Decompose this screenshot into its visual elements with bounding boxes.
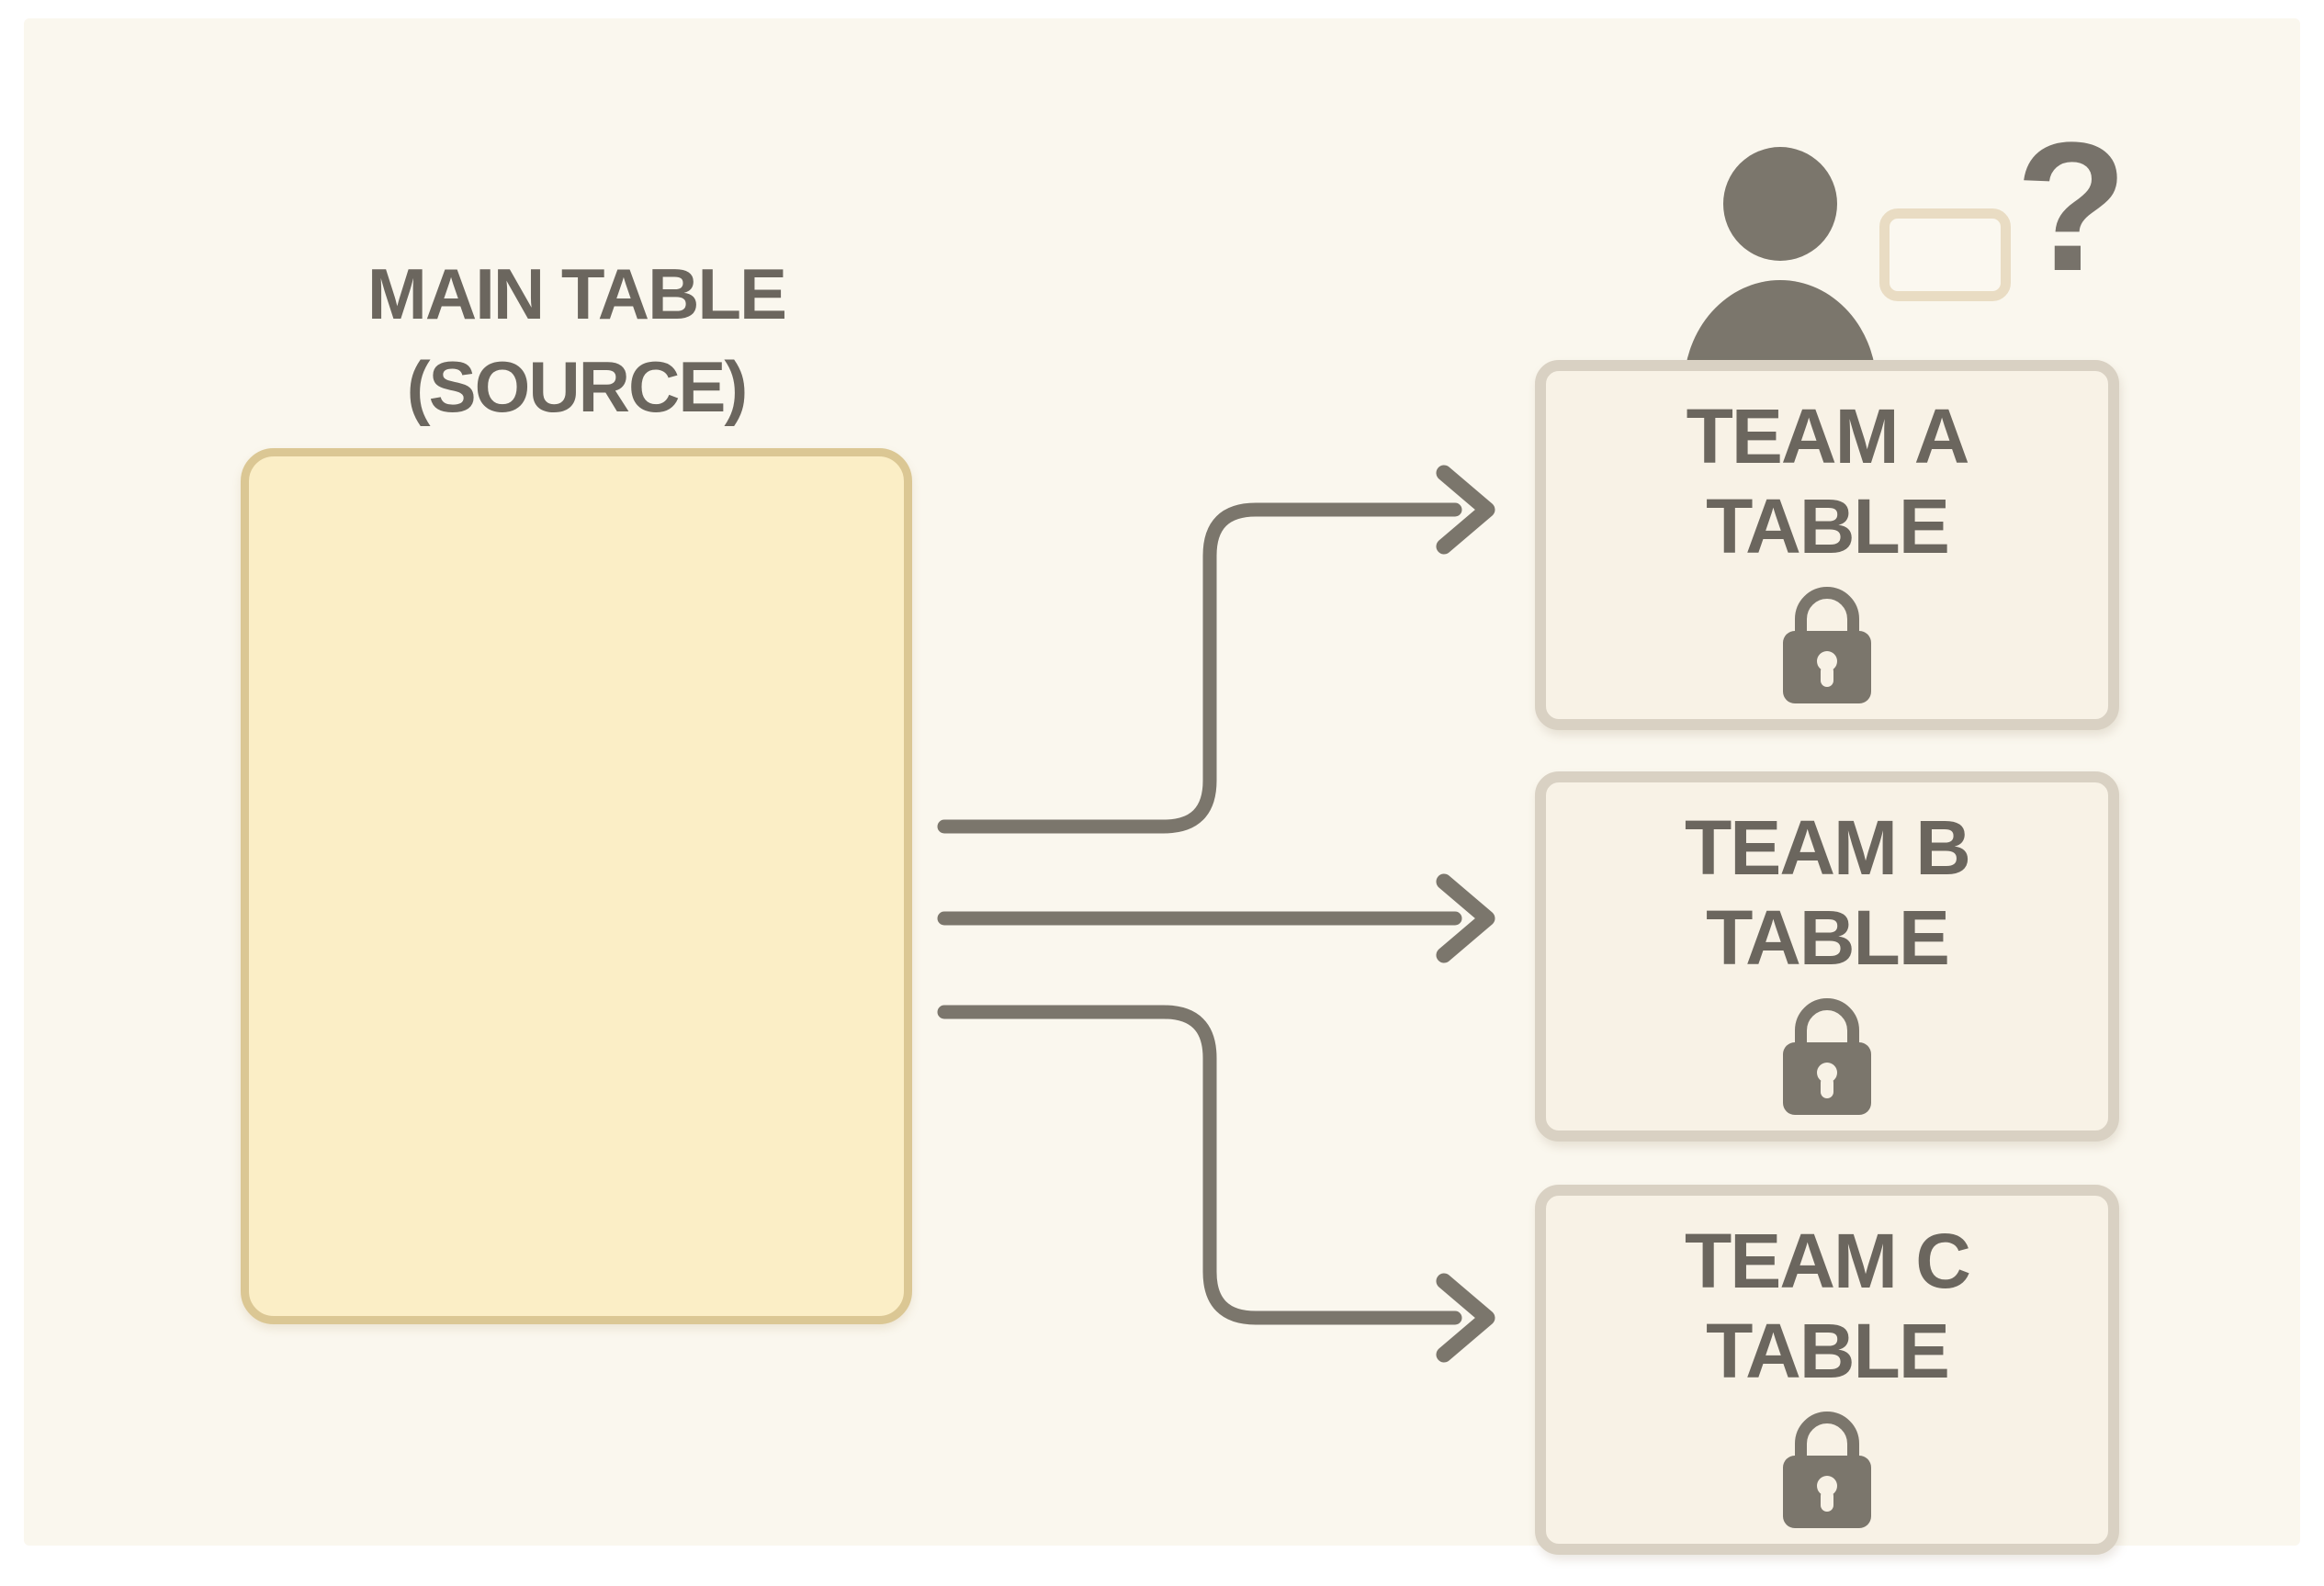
lock-icon [1783,1412,1871,1528]
arrow-to-team-c [937,1005,1462,1325]
arrow-to-team-a [937,502,1462,834]
diagram-canvas: MAIN TABLE (SOURCE) TEAM A TABLE TEA [24,18,2300,1555]
arrow-to-team-a-head [1436,465,1495,555]
team-c-title-line1: TEAM C [1685,1218,1971,1305]
lock-icon [1783,587,1871,703]
team-b-table-box: TEAM B TABLE [1535,771,2119,1142]
team-a-table-box: TEAM A TABLE [1535,360,2119,730]
team-c-title: TEAM C TABLE [1685,1217,1971,1396]
arrow-to-team-b-head [1436,873,1495,963]
team-c-table-box: TEAM C TABLE [1535,1185,2119,1555]
team-c-title-line2: TABLE [1706,1307,1950,1394]
main-table-label-line2: (SOURCE) [406,346,749,428]
lock-icon [1783,998,1871,1115]
speech-bubble [1879,208,2011,301]
question-mark: ? [2015,105,2128,309]
team-a-title-line2: TABLE [1706,482,1950,569]
main-table-label: MAIN TABLE (SOURCE) [241,248,912,434]
arrow-to-team-c-head [1436,1273,1495,1363]
team-a-title: TEAM A TABLE [1686,392,1970,571]
person-icon [1684,147,1877,388]
team-a-title-line1: TEAM A [1686,393,1970,480]
main-table-label-line1: MAIN TABLE [367,253,787,334]
main-table-box [241,448,912,1324]
team-b-title: TEAM B TABLE [1685,804,1971,983]
team-b-title-line1: TEAM B [1685,804,1971,892]
team-b-title-line2: TABLE [1706,894,1950,981]
